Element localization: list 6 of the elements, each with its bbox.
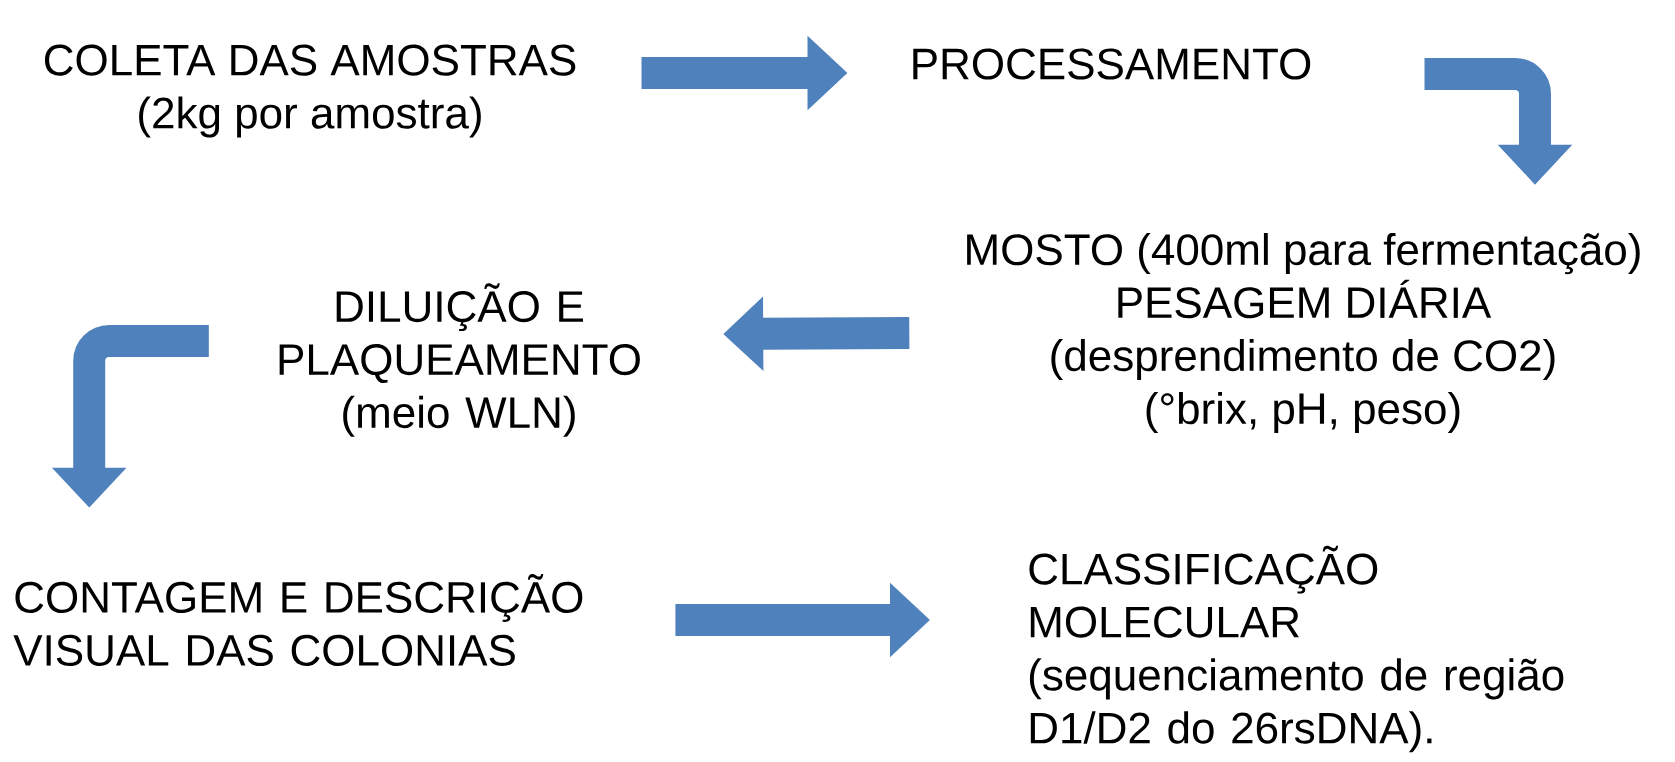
step-text: CLASSIFICAÇÃO MOLECULAR (sequenciamento de região D1/D2 do 26rsDNA). [1029,545,1564,753]
step-text: CONTAGEM E DESCRIÇÃO VISUAL DAS COLONIAS [13,573,583,666]
step-text: MOSTO (400ml para fermentação) PESAGEM DIÁRIA (desprendimento de CO2) (°brix, pH, peso) [967,233,1640,433]
step-text: DILUIÇÃO E PLAQUEAMENTO (meio WLN) [279,283,640,437]
step-text: COLETA DAS AMOSTRAS (2kg por amostra) [44,44,576,138]
step-text: PROCESSAMENTO [913,48,1311,80]
